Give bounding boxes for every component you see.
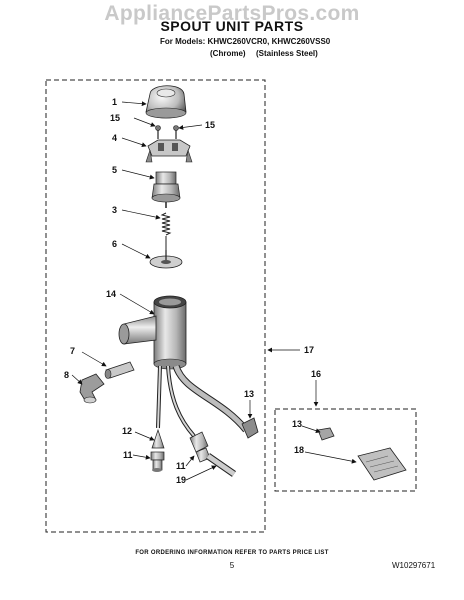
callout-17: 17 [304, 345, 314, 355]
page-number: 5 [229, 561, 235, 570]
document-number: W10297671 [392, 561, 436, 570]
valve-body [151, 171, 181, 208]
short-tube [206, 453, 236, 477]
leader-lines [71, 101, 357, 481]
mounting-bracket [145, 139, 193, 163]
washer-plate [149, 250, 183, 269]
finish-chrome-label: (Chrome) [210, 49, 246, 58]
callout-1: 1 [112, 97, 117, 107]
callout-6: 6 [112, 239, 117, 249]
callout-19: 19 [176, 475, 186, 485]
model-numbers: For Models: KHWC260VCR0, KHWC260VSS0 [160, 37, 331, 46]
spring [160, 212, 172, 250]
callout-8: 8 [64, 370, 69, 380]
callout-5: 5 [112, 165, 117, 175]
ordering-note: FOR ORDERING INFORMATION REFER TO PARTS … [135, 550, 329, 556]
tube-end-cap [241, 417, 259, 439]
callout-7: 7 [70, 346, 75, 356]
callout-16: 16 [311, 369, 321, 379]
fitting-left [150, 451, 165, 472]
finish-stainless-label: (Stainless Steel) [256, 49, 318, 58]
spout-cap [145, 85, 187, 119]
kit-boundary-box [274, 408, 417, 492]
callout-12: 12 [122, 426, 132, 436]
screw-left [155, 125, 161, 139]
callout-4: 4 [112, 133, 117, 143]
callout-14: 14 [106, 289, 116, 299]
spout-body [118, 295, 187, 370]
callout-13-kit: 13 [292, 419, 302, 429]
page-title: SPOUT UNIT PARTS [160, 18, 304, 34]
kit-clip [317, 427, 335, 441]
elbow-connector [79, 373, 105, 404]
callout-15-right: 15 [205, 120, 215, 130]
screw-right [173, 125, 179, 139]
callout-15-left: 15 [110, 113, 120, 123]
callout-11-right: 11 [176, 461, 186, 471]
assembly-boundary-box [45, 79, 266, 533]
watermark: AppliancePartsPros.com [104, 2, 360, 25]
callout-13-tube: 13 [244, 389, 254, 399]
water-tubes [156, 364, 249, 438]
cone-tip [151, 428, 165, 449]
callout-18: 18 [294, 445, 304, 455]
tube-fitting [104, 361, 135, 379]
callout-11-left: 11 [123, 450, 133, 460]
instruction-sheet [357, 447, 407, 481]
callout-3: 3 [112, 205, 117, 215]
